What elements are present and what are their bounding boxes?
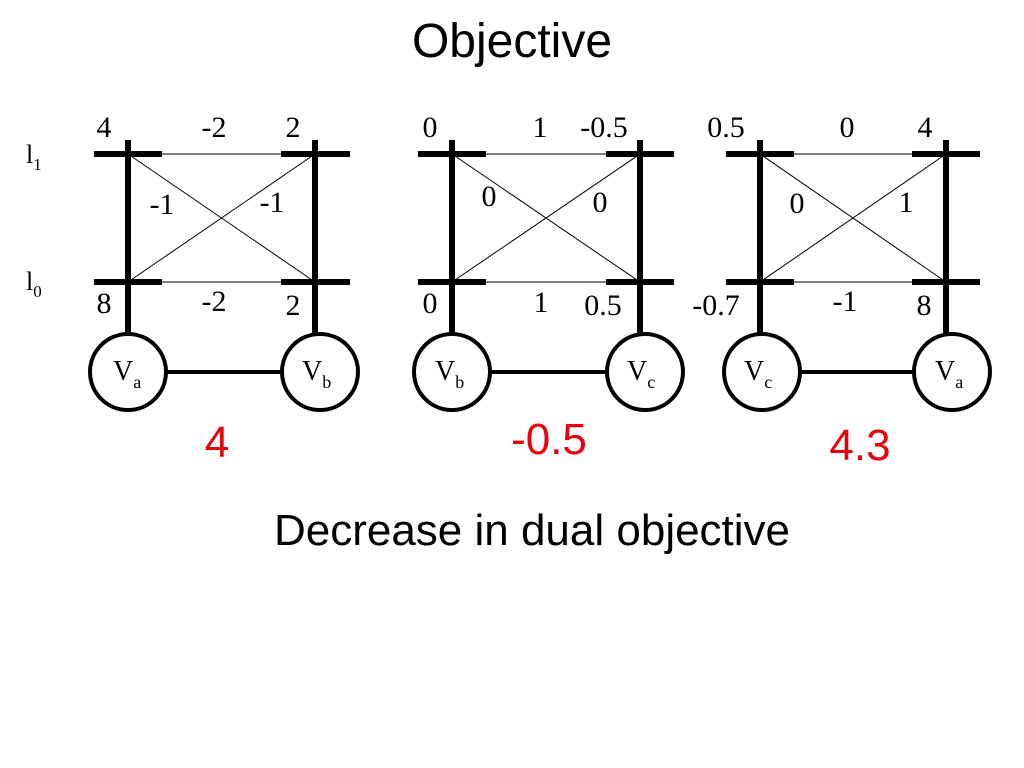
bottom-mid-value: -1 [833, 285, 858, 318]
node-left-label: Vb [435, 356, 464, 392]
bottom-left-value: 0 [423, 287, 438, 320]
cross-right-value: 0 [593, 186, 608, 219]
caption: Decrease in dual objective [273, 506, 791, 555]
node-right [912, 332, 992, 412]
top-left-value: 0.5 [707, 111, 745, 144]
slide-title: Objective [411, 15, 613, 68]
top-left-value: 4 [97, 111, 112, 144]
node-right-label: Va [935, 356, 963, 392]
cross-left-value: -1 [150, 188, 175, 221]
panel-1: Va Vb 4 -2 2 -1 -1 8 -2 2 4 [88, 111, 360, 467]
node-right [280, 332, 360, 412]
top-left-value: 0 [423, 111, 438, 144]
panel-2: Vb Vc 0 1 -0.5 0 0 0 1 0.5 -0.5 [412, 111, 685, 464]
objective-value: 4.3 [829, 421, 890, 470]
node-left [722, 332, 802, 412]
top-mid-value: -2 [202, 111, 227, 144]
top-right-value: 4 [918, 111, 933, 144]
bottom-mid-value: 1 [534, 286, 549, 319]
cross-right-value: 1 [899, 186, 914, 219]
node-right-label: Vb [302, 356, 331, 392]
edge-cross-up [759, 153, 947, 283]
bottom-left-value: -0.7 [692, 289, 740, 322]
bottom-left-value: 8 [97, 287, 112, 320]
label-l1: l1 [26, 140, 42, 174]
objective-value: -0.5 [511, 415, 587, 464]
node-left-label: Vc [744, 356, 772, 392]
top-right-value: -0.5 [580, 111, 628, 144]
node-right [605, 332, 685, 412]
cross-right-value: -1 [260, 186, 285, 219]
label-l0: l0 [26, 267, 42, 301]
panel-3: Vc Va 0.5 0 4 0 1 -0.7 -1 8 4.3 [692, 111, 992, 470]
top-mid-value: 1 [533, 111, 548, 144]
bottom-right-value: 8 [917, 289, 932, 322]
edge-cross-up [451, 153, 641, 283]
cross-left-value: 0 [482, 180, 497, 213]
objective-value: 4 [205, 418, 229, 467]
node-left [412, 332, 492, 412]
bottom-mid-value: -2 [202, 285, 227, 318]
node-right-label: Vc [627, 356, 655, 392]
top-right-value: 2 [286, 111, 301, 144]
node-left [88, 332, 168, 412]
edge-cross-up [127, 153, 316, 283]
bottom-right-value: 0.5 [584, 289, 622, 322]
top-mid-value: 0 [840, 111, 855, 144]
cross-left-value: 0 [790, 187, 805, 220]
node-left-label: Va [113, 356, 141, 392]
bottom-right-value: 2 [286, 289, 301, 322]
